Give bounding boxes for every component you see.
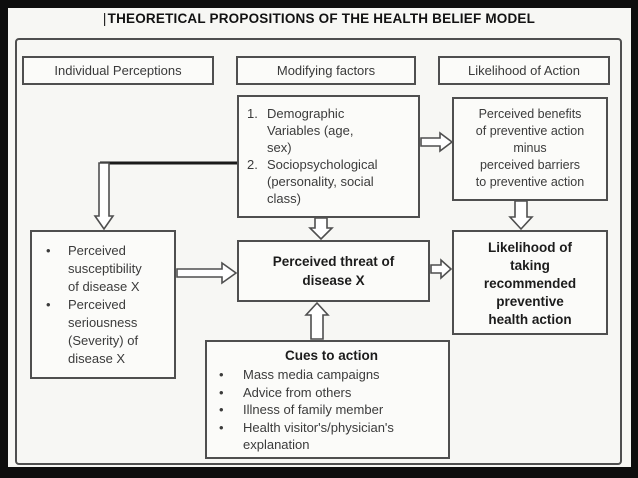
diagram-frame [15,38,622,465]
page-title-text: THEORETICAL PROPOSITIONS OF THE HEALTH B… [107,11,536,26]
bullet-icon: • [219,384,224,400]
cues-to-action-box: Cues to action • Mass media campaigns • … [205,340,450,459]
list-item-text: Health visitor's/physician's explanation [243,419,394,453]
modifying-variables-box: 1. Demographic Variables (age, sex) 2. S… [237,95,420,218]
arrow-modifying-to-benefits [420,131,454,153]
arrow-modifying-to-perceptions [93,162,115,231]
perceived-threat-box: Perceived threat of disease X [237,240,430,302]
list-item: • Advice from others [219,384,444,402]
column-header-label: Individual Perceptions [54,63,182,78]
bullet-icon: • [46,297,51,312]
bullet-icon: • [46,243,51,258]
list-item-text: Perceived susceptibility of disease X [68,243,142,294]
perceived-benefits-box: Perceived benefits of preventive action … [452,97,608,201]
bullet-icon: • [219,367,224,382]
cues-heading: Cues to action [284,348,378,363]
arrow-modifying-to-threat [308,217,334,241]
list-item: • Mass media campaigns [219,366,444,384]
list-item: 1. Demographic Variables (age, sex) [247,105,414,156]
list-item-text: Perceived seriousness (Severity) of dise… [68,297,139,366]
list-item-text: Demographic Variables (age, sex) [267,106,354,155]
likelihood-action-box: Likelihood of taking recommended prevent… [452,230,608,335]
list-item: • Perceived seriousness (Severity) of di… [46,296,172,368]
bullet-icon: • [219,419,224,435]
column-header-label: Likelihood of Action [467,63,581,78]
arrow-perceptions-to-threat [176,261,238,285]
column-header-label: Modifying factors [276,63,376,78]
list-item: • Health visitor's/physician's explanati… [219,419,444,454]
page-title: |THEORETICAL PROPOSITIONS OF THE HEALTH … [0,11,638,26]
list-item-text: Illness of family member [243,402,384,417]
perceived-threat-text: Perceived threat of disease X [272,254,395,288]
arrow-benefits-to-likelihood [508,200,534,231]
column-header-likelihood-of-action: Likelihood of Action [438,56,610,85]
column-header-individual-perceptions: Individual Perceptions [22,56,214,85]
list-number: 1. [247,106,258,121]
list-item-text: Sociopsychological (personality, social … [267,157,378,206]
arrow-cues-to-threat [304,301,330,340]
bullet-icon: • [219,402,224,417]
list-item: • Perceived susceptibility of disease X [46,242,172,296]
arrow-threat-to-likelihood [430,258,453,280]
list-number: 2. [247,157,258,172]
text-cursor: | [102,11,107,26]
list-item-text: Advice from others [243,384,352,400]
list-item: • Illness of family member [219,401,444,419]
list-item: 2. Sociopsychological (personality, soci… [247,156,414,207]
individual-perceptions-box: • Perceived susceptibility of disease X … [30,230,176,379]
column-header-modifying-factors: Modifying factors [236,56,416,85]
list-item-text: Mass media campaigns [243,367,380,382]
